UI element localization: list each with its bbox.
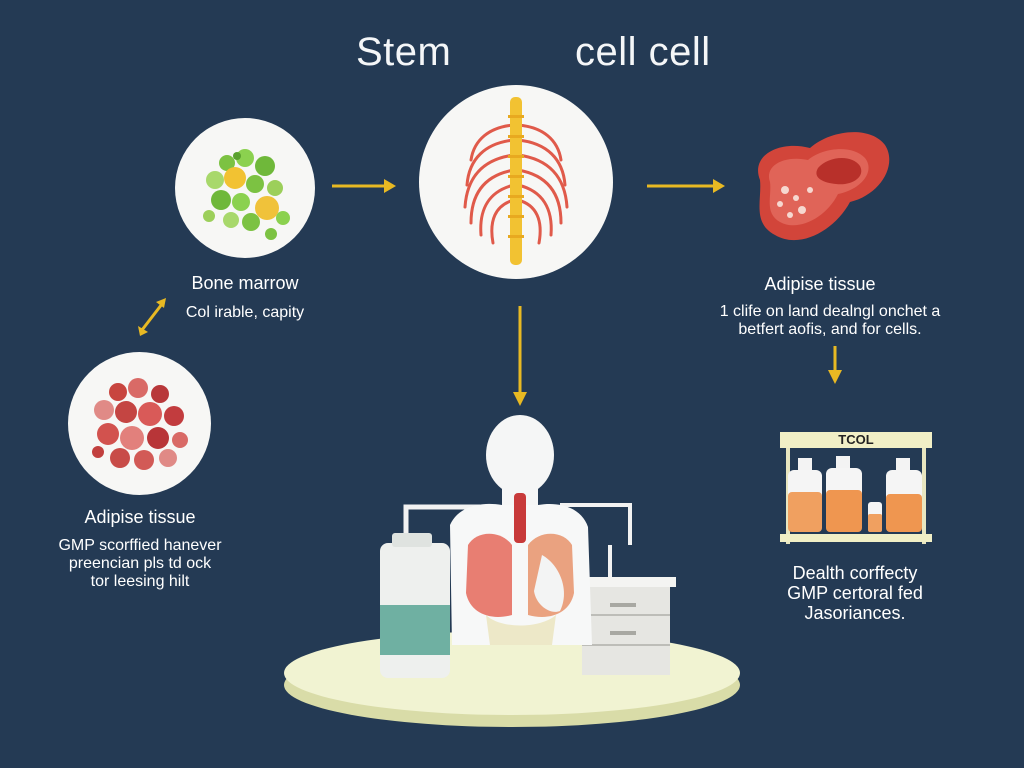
- arrow-tissue-down: [824, 344, 846, 388]
- arrow-center-down: [509, 304, 531, 410]
- lab-banner-label: TCOL: [830, 432, 882, 447]
- arrow-bone-to-center: [330, 176, 400, 196]
- adipose-left-circle: [68, 352, 211, 495]
- adipose-left-label: Adipise tissue: [45, 507, 235, 528]
- lab-platform-scene: [280, 415, 750, 735]
- title-word-cell: cell cell: [575, 30, 711, 75]
- ribcage-spine-icon: [419, 85, 613, 279]
- lab-caption: Dealth corffecty GMP certoral fed Jasori…: [740, 563, 970, 623]
- adipose-right-caption-line-1: 1 clife on land dealngl onchet a: [690, 303, 970, 321]
- human-torso-lungs-icon: [450, 415, 592, 645]
- red-tissue-blob-icon: [740, 120, 900, 260]
- lab-caption-line-1: Dealth corffecty: [740, 563, 970, 583]
- adipose-left-caption-line-2: preencian pls td ock: [30, 555, 250, 573]
- title-word-stem: Stem: [356, 30, 451, 75]
- adipose-left-caption: GMP scorffied hanever preencian pls td o…: [30, 537, 250, 591]
- adipose-left-caption-line-1: GMP scorffied hanever: [30, 537, 250, 555]
- lab-caption-line-2: GMP certoral fed: [740, 583, 970, 603]
- red-cell-cluster-icon: [68, 352, 211, 495]
- center-ribcage-circle: [419, 85, 613, 279]
- bone-marrow-label: Bone marrow: [150, 273, 340, 294]
- bone-marrow-caption: Col irable, capity: [150, 304, 340, 322]
- lab-caption-line-3: Jasoriances.: [740, 603, 970, 623]
- arrow-center-to-tissue: [645, 176, 730, 196]
- adipose-right-label: Adipise tissue: [720, 274, 920, 295]
- adipose-left-caption-line-3: tor leesing hilt: [30, 573, 250, 591]
- adipose-right-caption-line-2: betfert aofis, and for cells.: [690, 321, 970, 339]
- bone-marrow-circle: [175, 118, 315, 258]
- green-cell-cluster-icon: [175, 118, 315, 258]
- adipose-right-caption: 1 clife on land dealngl onchet a betfert…: [690, 303, 970, 339]
